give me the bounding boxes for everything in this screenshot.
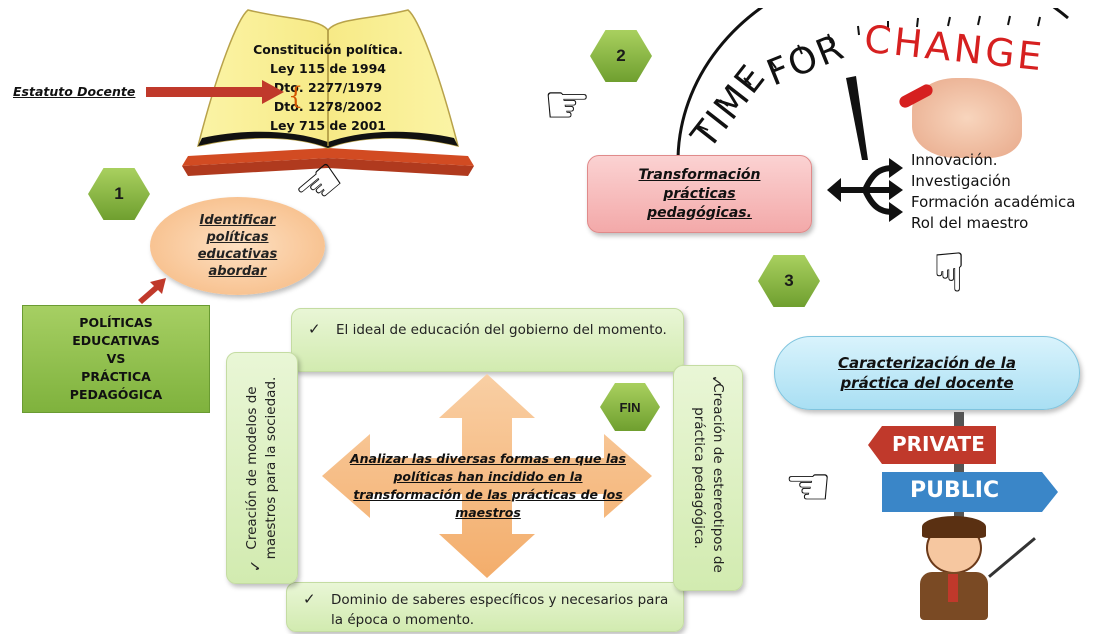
check-bottom: ✓ Dominio de saberes específicos y neces… [286,582,684,632]
branch-item: Innovación. [911,151,998,169]
book-line: Dto. 1278/2002 [273,99,383,114]
politicas-line: EDUCATIVAS [72,333,160,348]
politicas-line: PRÁCTICA [81,369,151,384]
branches-list: Innovación. Investigación Formación acad… [911,150,1075,234]
step-3-hexagon: 3 [758,255,820,307]
check-right-text: Creación de estereotipos de práctica ped… [689,378,727,578]
pointing-hand-down-icon: ☞ [919,247,980,297]
step-2-hexagon: 2 [590,30,652,82]
small-arrow [138,278,166,304]
politicas-line: PEDAGÓGICA [69,387,163,402]
identificar-text: Identificar políticas educativas abordar [197,213,278,279]
transformacion-text: Transformación prácticas pedagógicas. [638,166,761,221]
estatuto-arrow [146,80,284,104]
check-left-text: Creación de modelos de maestros para la … [243,357,281,579]
check-left: Creación de modelos de maestros para la … [226,352,298,584]
check-right: Creación de estereotipos de práctica ped… [673,365,743,591]
check-top: ✓ El ideal de educación del gobierno del… [291,308,684,372]
estatuto-label: Estatuto Docente [13,84,136,99]
three-way-arrow-icon [827,158,903,222]
check-right-label: Creación de estereotipos de práctica ped… [691,383,726,573]
branch-item: Formación académica [911,193,1076,211]
private-sign [868,426,996,464]
four-way-arrow [322,374,652,578]
step-2-label: 2 [616,46,626,65]
signpost: PRIVATE PUBLIC [862,412,1062,622]
teacher-tie [948,574,958,602]
book-illustration [182,9,474,176]
politicas-line: VS [106,351,126,366]
fin-hexagon: FIN [600,383,660,431]
pointing-hand-icon: ☜ [784,457,833,517]
public-sign [882,472,1058,512]
step-1-label: 1 [114,184,124,203]
check-left-label: Creación de modelos de maestros para la … [244,376,279,560]
caracterizacion-pill: Caracterización de la práctica del docen… [774,336,1080,410]
time-for-change: TIME FOR CHANGE [668,0,1078,168]
brace-icon: { [288,82,304,110]
pointing-hand-icon: ☞ [543,75,592,135]
identificar-oval: Identificar políticas educativas abordar [150,197,325,295]
step-1-hexagon: 1 [88,168,150,220]
check-bottom-text: Dominio de saberes específicos y necesar… [331,592,669,628]
fin-label: FIN [619,399,641,415]
check-top-text: El ideal de educación del gobierno del m… [336,322,667,338]
book-line: Ley 715 de 2001 [270,118,386,133]
checkmark-icon: ✓ [303,590,316,608]
clock-dial [676,0,1069,160]
pointer-stick [988,537,1036,578]
book-line: Dto. 2277/1979 [273,80,383,95]
book: Constitución política. Ley 115 de 1994 D… [178,8,478,178]
checkmark-icon: ✓ [707,374,726,388]
branch-item: Rol del maestro [911,214,1029,232]
politicas-box: POLÍTICAS EDUCATIVAS VS PRÁCTICA PEDAGÓG… [22,305,210,413]
checkmark-icon: ✓ [246,559,265,573]
teacher-hair [922,516,986,538]
transformacion-box: Transformación prácticas pedagógicas. [587,155,812,233]
caracterizacion-text: Caracterización de la práctica del docen… [838,354,1016,392]
book-line: Ley 115 de 1994 [270,61,386,76]
book-line: Constitución política. [253,42,403,57]
center-text-label: Analizar las diversas formas en que las … [349,451,626,520]
private-label: PRIVATE [892,432,985,456]
center-text: Analizar las diversas formas en que las … [342,450,634,522]
checkmark-icon: ✓ [308,320,321,338]
public-label: PUBLIC [910,478,1000,503]
step-3-label: 3 [784,271,794,290]
politicas-line: POLÍTICAS [79,315,153,330]
branch-item: Investigación [911,172,1011,190]
book-text: Constitución política. Ley 115 de 1994 D… [253,40,403,135]
